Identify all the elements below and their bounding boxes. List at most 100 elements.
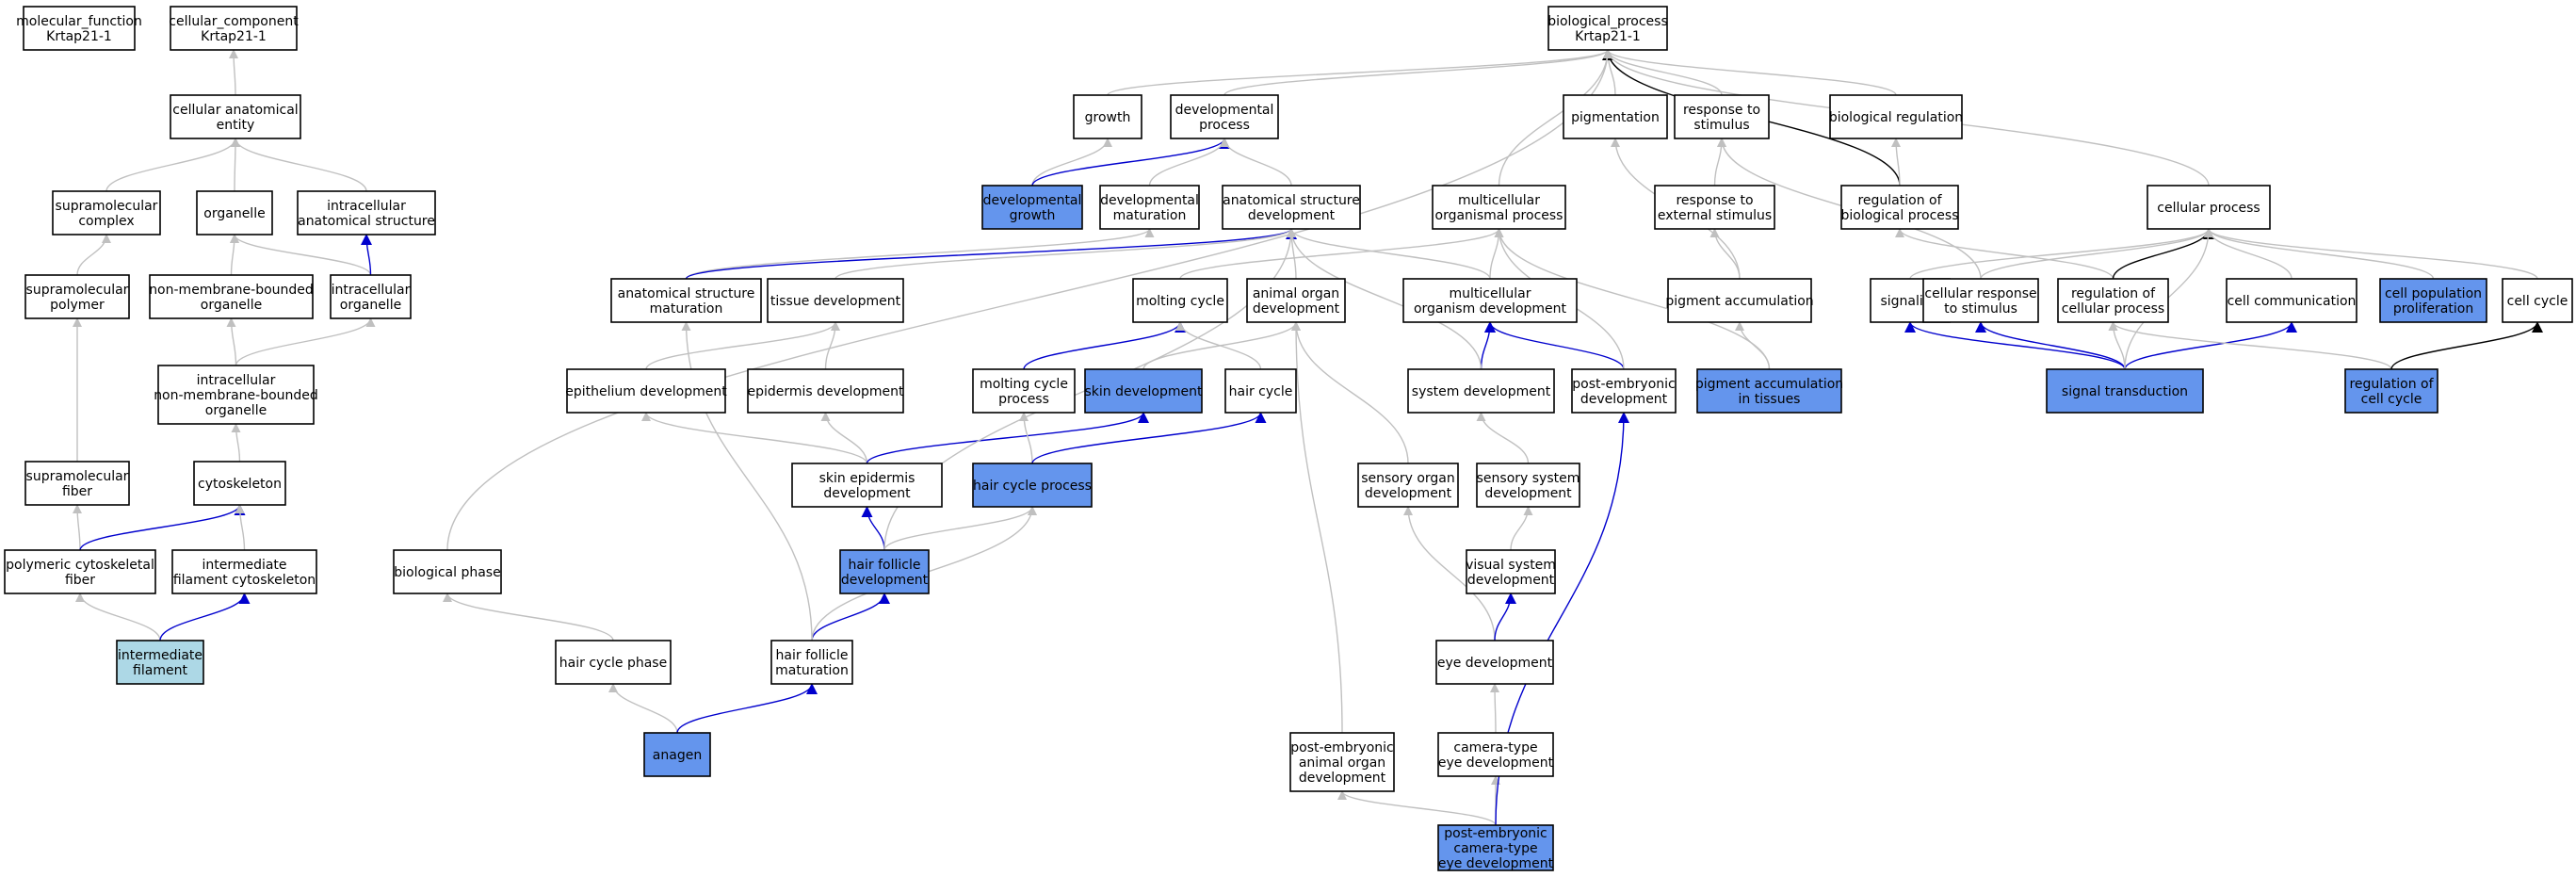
- edge-line: [1287, 228, 1491, 280]
- go-term-node-growth[interactable]: growth: [1073, 94, 1142, 139]
- go-term-node-cp[interactable]: cellular process: [2147, 185, 2271, 230]
- go-term-node-cc2[interactable]: cell communication: [2226, 278, 2357, 323]
- node-label-line: pigmentation: [1571, 110, 1660, 125]
- node-label-line: process: [998, 392, 1049, 407]
- node-label-line: growth: [1010, 208, 1056, 223]
- node-box: [393, 549, 502, 594]
- go-term-node-hcp[interactable]: hair cycle process: [972, 463, 1093, 508]
- edge-ifc-to-cyto: [235, 504, 246, 551]
- go-term-node-st[interactable]: signal transduction: [2046, 368, 2204, 414]
- node-label-line: skin epidermis: [819, 471, 915, 486]
- node-label-line: regulation of: [1857, 193, 1942, 208]
- go-term-node-mc[interactable]: molting cycle: [1132, 278, 1228, 323]
- edge-line: [1909, 228, 2213, 280]
- edge-mop-to-bp: [1498, 49, 1612, 187]
- go-term-node-hc[interactable]: hair cycle: [1224, 368, 1297, 414]
- node-box: [770, 640, 853, 685]
- node-label-line: post-embryonic: [1572, 377, 1676, 392]
- node-label-line: eye development: [1438, 755, 1554, 771]
- node-box: [170, 94, 301, 139]
- node-label-line: cell cycle: [2507, 294, 2568, 309]
- edge-anagen-to-hcph: [608, 683, 678, 734]
- edge-dg-to-growth: [1031, 138, 1112, 187]
- go-term-node-anagen[interactable]: anagen: [643, 732, 711, 777]
- go-term-node-ccyc[interactable]: cell cycle: [2502, 278, 2573, 323]
- edge-rtes-to-rts: [1713, 138, 1726, 187]
- go-term-node-sd[interactable]: system development: [1407, 368, 1555, 414]
- go-term-node-pig[interactable]: pigmentation: [1563, 94, 1668, 139]
- go-term-node-br[interactable]: biological regulation: [1829, 94, 1963, 139]
- go-term-node-hcph[interactable]: hair cycle phase: [555, 640, 672, 685]
- node-box: [1571, 368, 1677, 414]
- edge-smp-to-smc: [76, 234, 111, 276]
- go-term-node-eyed[interactable]: eye development: [1435, 640, 1554, 685]
- go-term-node-bph[interactable]: biological phase: [393, 549, 502, 594]
- go-term-node-cyto[interactable]: cytoskeleton: [193, 461, 286, 506]
- node-label-line: eye development: [1437, 656, 1553, 671]
- edge-ias-to-cae: [231, 138, 367, 192]
- node-label-line: fiber: [65, 573, 95, 588]
- go-term-node-epd[interactable]: epidermis development: [747, 368, 904, 414]
- edge-cted-to-eyed: [1490, 683, 1500, 734]
- edge-io-to-ias: [361, 234, 373, 276]
- go-term-node-inmbo[interactable]: intracellularnon-membrane-boundedorganel…: [154, 365, 318, 425]
- node-label-line: Krtap21-1: [46, 29, 112, 44]
- edge-mod-to-asd: [1287, 228, 1491, 280]
- go-term-node-org[interactable]: organelle: [196, 190, 273, 235]
- go-term-node-skd[interactable]: skin development: [1084, 368, 1203, 414]
- go-term-node-ed[interactable]: epithelium development: [565, 368, 727, 414]
- node-box: [52, 190, 161, 235]
- edge-line: [1494, 593, 1516, 642]
- go-term-node-pa[interactable]: pigment accumulation: [1665, 278, 1814, 323]
- node-label-line: cytoskeleton: [198, 477, 282, 492]
- node-label-line: supramolecular: [56, 199, 158, 214]
- go-term-node-td[interactable]: tissue development: [767, 278, 904, 323]
- node-label-line: regulation of: [2071, 286, 2156, 301]
- node-label-line: animal organ: [1253, 286, 1339, 301]
- edge-line: [645, 321, 840, 370]
- node-label-line: intracellular: [327, 199, 406, 214]
- node-label-line: supramolecular: [26, 283, 129, 298]
